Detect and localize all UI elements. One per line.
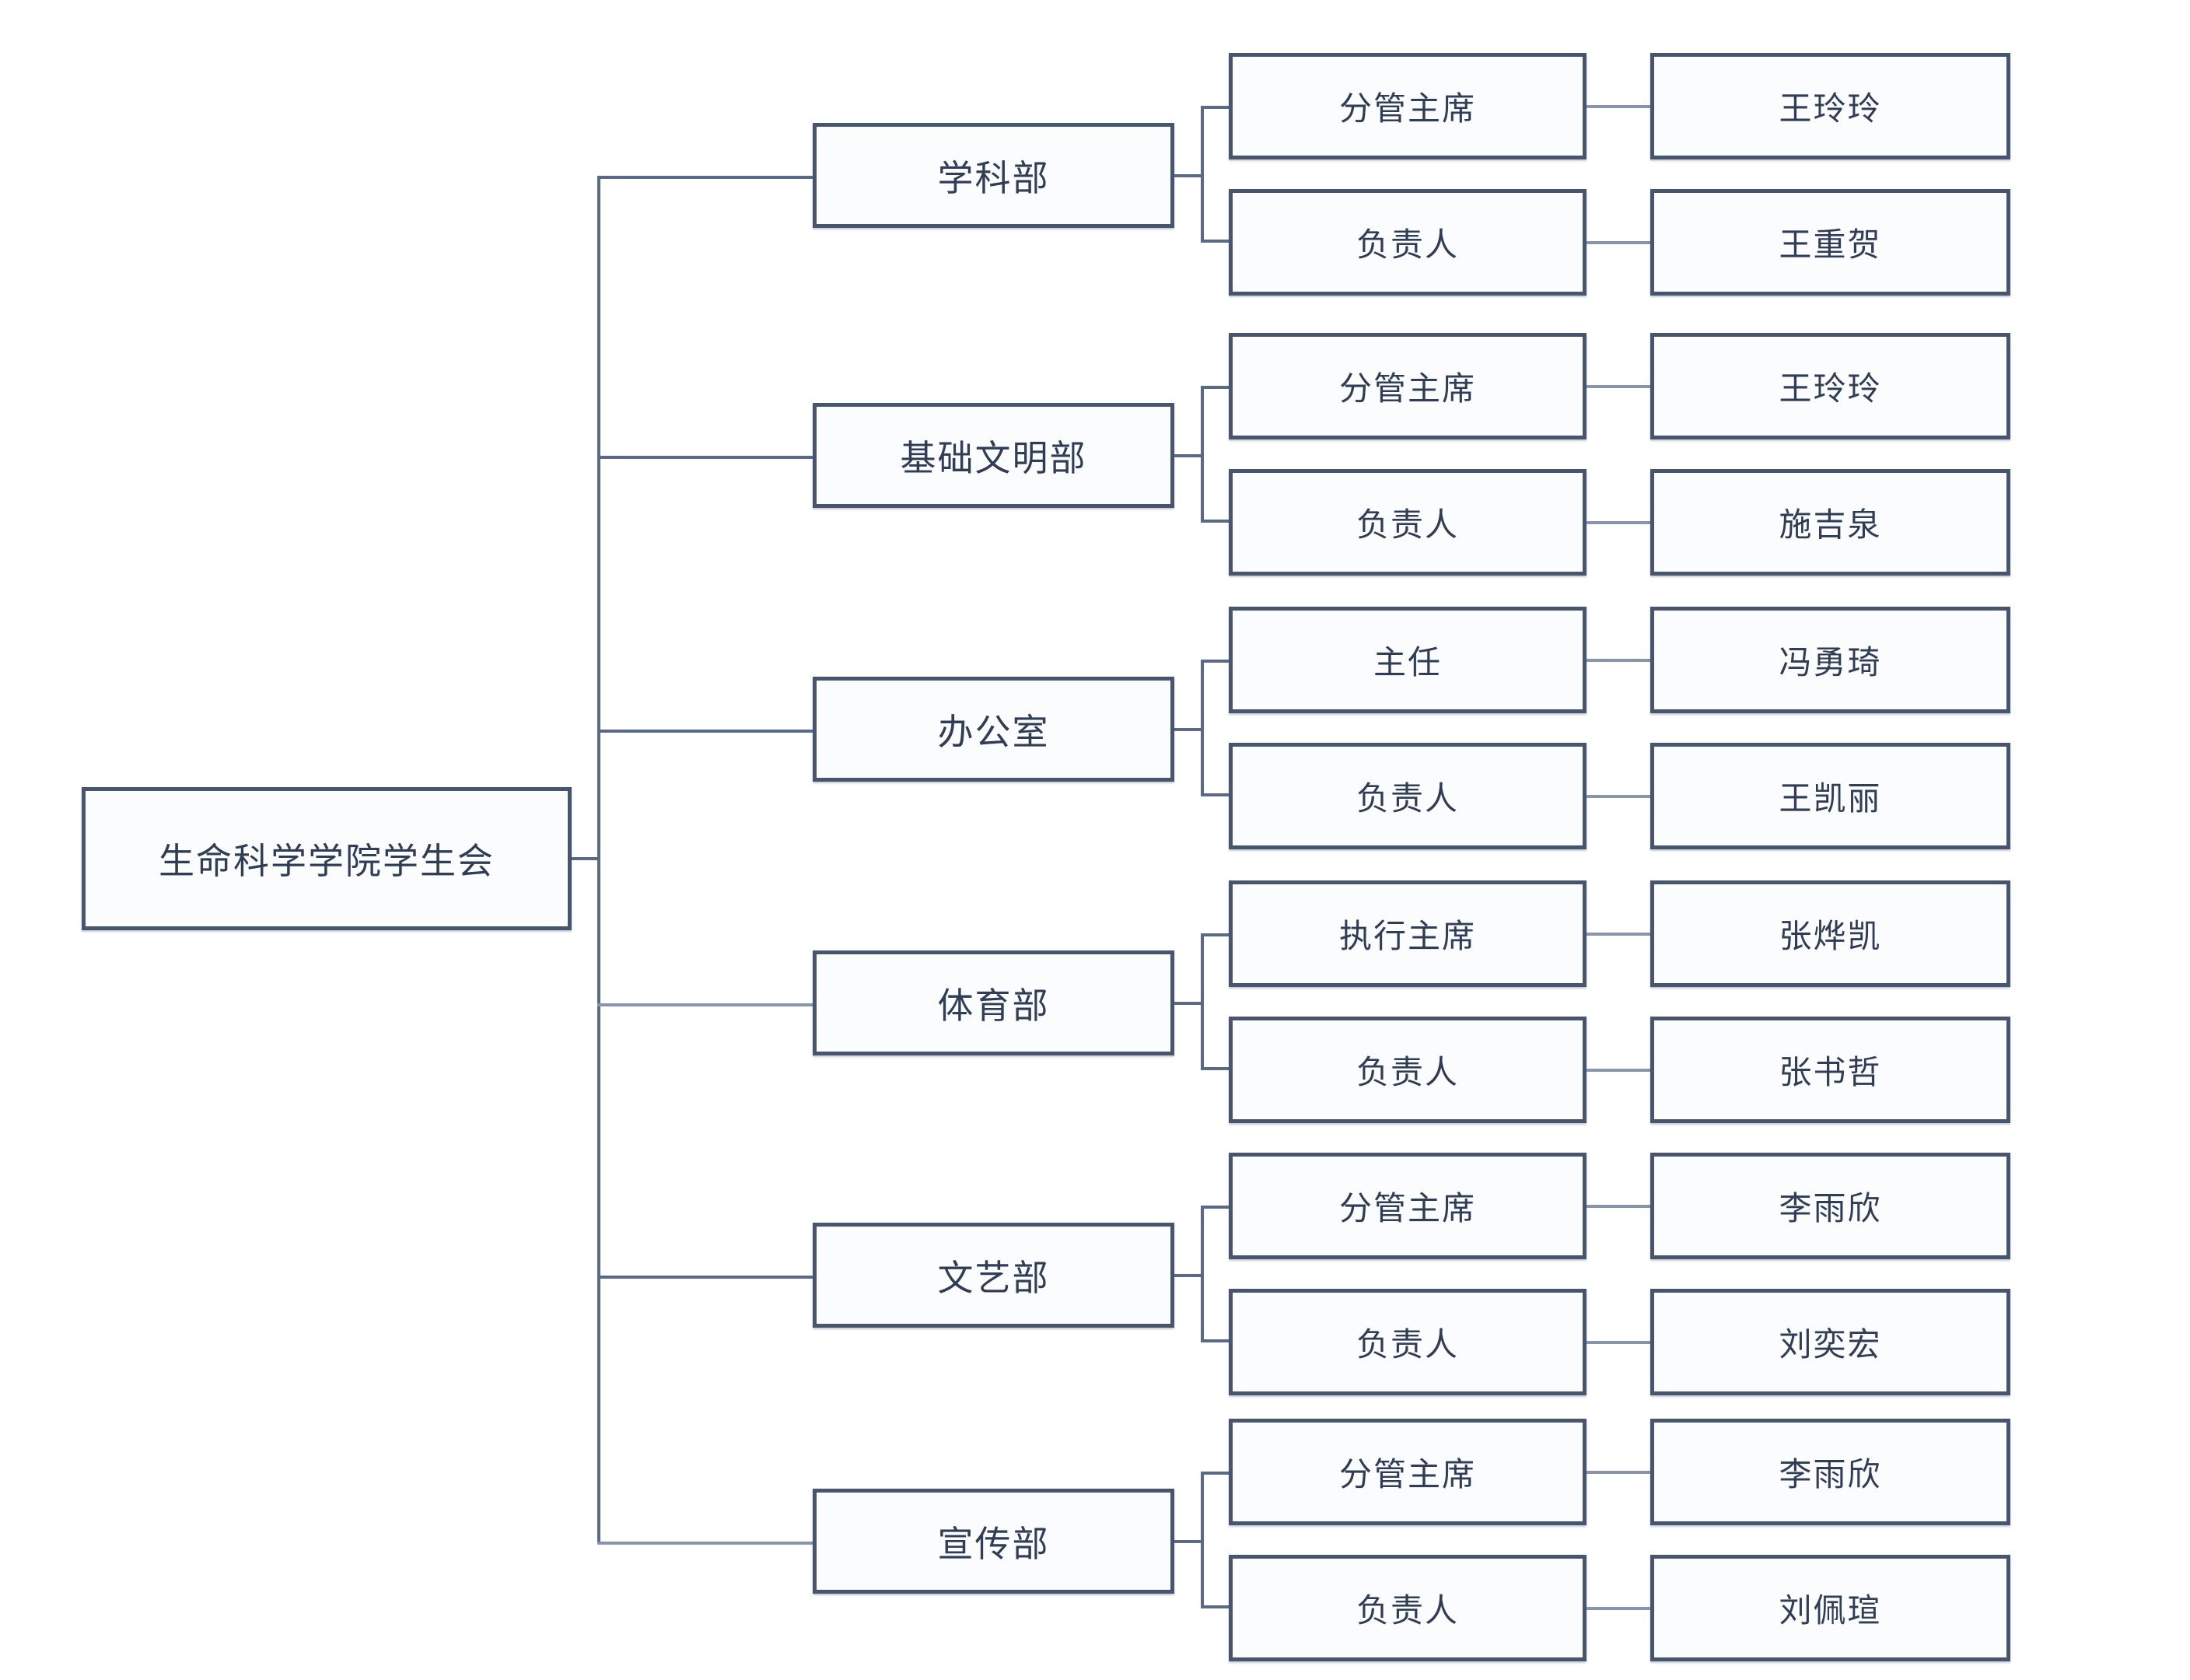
- role-person-connector: [1587, 1607, 1650, 1610]
- person-node[interactable]: 王重贺: [1650, 189, 2010, 296]
- role-label: 负责人: [1356, 780, 1459, 817]
- person-label: 李雨欣: [1779, 1190, 1882, 1227]
- person-node[interactable]: 张烨凯: [1650, 880, 2010, 987]
- dept-branch-connector: [597, 1003, 813, 1006]
- person-node[interactable]: 冯勇琦: [1650, 607, 2010, 713]
- person-label: 王玲玲: [1779, 90, 1882, 127]
- role-person-connector: [1587, 1069, 1650, 1072]
- role-label: 分管主席: [1338, 90, 1476, 127]
- person-label: 王玲玲: [1779, 370, 1882, 407]
- role-person-connector: [1587, 521, 1650, 524]
- person-node[interactable]: 张书哲: [1650, 1017, 2010, 1123]
- department-label: 学科部: [937, 157, 1050, 198]
- department-node[interactable]: 文艺部: [813, 1223, 1174, 1328]
- role-label: 分管主席: [1338, 1456, 1476, 1493]
- role-label: 负责人: [1356, 1054, 1459, 1090]
- role-person-connector: [1587, 659, 1650, 662]
- dept-branch-connector: [597, 456, 813, 459]
- root-node[interactable]: 生命科学学院学生会: [82, 787, 572, 930]
- person-label: 张书哲: [1779, 1054, 1882, 1090]
- dept-branch-connector: [597, 730, 813, 733]
- person-label: 刘奕宏: [1779, 1326, 1882, 1363]
- person-label: 王重贺: [1779, 226, 1882, 263]
- role-node[interactable]: 执行主席: [1229, 880, 1587, 987]
- department-role-bracket: [1201, 933, 1230, 1070]
- role-person-connector: [1587, 1341, 1650, 1344]
- dept-branch-connector: [597, 1276, 813, 1279]
- role-person-connector: [1587, 795, 1650, 798]
- person-label: 王凯丽: [1779, 780, 1882, 817]
- department-label: 文艺部: [937, 1257, 1050, 1298]
- person-label: 张烨凯: [1779, 918, 1882, 954]
- department-role-bracket: [1201, 1206, 1230, 1342]
- role-label: 负责人: [1356, 226, 1459, 263]
- role-person-connector: [1587, 105, 1650, 108]
- role-label: 负责人: [1356, 1326, 1459, 1363]
- person-node[interactable]: 李雨欣: [1650, 1153, 2010, 1259]
- department-role-bracket: [1201, 386, 1230, 523]
- role-node[interactable]: 主任: [1229, 607, 1587, 713]
- role-node[interactable]: 分管主席: [1229, 333, 1587, 439]
- role-person-connector: [1587, 241, 1650, 244]
- role-node[interactable]: 负责人: [1229, 469, 1587, 576]
- person-node[interactable]: 王凯丽: [1650, 743, 2010, 849]
- person-label: 冯勇琦: [1779, 644, 1882, 681]
- department-role-bracket: [1201, 106, 1230, 243]
- department-stub-connector: [1174, 454, 1204, 457]
- role-person-connector: [1587, 1205, 1650, 1208]
- department-stub-connector: [1174, 1002, 1204, 1005]
- department-stub-connector: [1174, 1540, 1204, 1543]
- department-stub-connector: [1174, 1274, 1204, 1277]
- department-stub-connector: [1174, 728, 1204, 731]
- department-role-bracket: [1201, 660, 1230, 796]
- role-node[interactable]: 负责人: [1229, 1555, 1587, 1661]
- department-stub-connector: [1174, 174, 1204, 177]
- department-node[interactable]: 办公室: [813, 677, 1174, 782]
- root-node-label: 生命科学学院学生会: [159, 841, 495, 881]
- person-label: 施吉泉: [1779, 506, 1882, 543]
- person-node[interactable]: 施吉泉: [1650, 469, 2010, 576]
- department-label: 宣传部: [937, 1523, 1050, 1564]
- role-label: 主任: [1373, 644, 1442, 681]
- role-node[interactable]: 分管主席: [1229, 1419, 1587, 1525]
- department-label: 办公室: [937, 711, 1050, 752]
- person-node[interactable]: 王玲玲: [1650, 53, 2010, 159]
- role-node[interactable]: 分管主席: [1229, 1153, 1587, 1259]
- department-node[interactable]: 基础文明部: [813, 403, 1174, 508]
- dept-branch-connector: [597, 1542, 813, 1545]
- root-stub-connector: [572, 857, 600, 860]
- role-person-connector: [1587, 385, 1650, 388]
- root-trunk-connector: [597, 177, 600, 1543]
- role-label: 负责人: [1356, 506, 1459, 543]
- person-label: 李雨欣: [1779, 1456, 1882, 1493]
- role-label: 分管主席: [1338, 1190, 1476, 1227]
- person-node[interactable]: 王玲玲: [1650, 333, 2010, 439]
- person-node[interactable]: 刘佩瑄: [1650, 1555, 2010, 1661]
- department-node[interactable]: 体育部: [813, 950, 1174, 1055]
- person-node[interactable]: 李雨欣: [1650, 1419, 2010, 1525]
- department-role-bracket: [1201, 1472, 1230, 1608]
- role-person-connector: [1587, 1471, 1650, 1474]
- department-label: 基础文明部: [900, 437, 1087, 478]
- department-node[interactable]: 学科部: [813, 123, 1174, 228]
- department-node[interactable]: 宣传部: [813, 1489, 1174, 1594]
- dept-branch-connector: [597, 176, 813, 179]
- person-node[interactable]: 刘奕宏: [1650, 1289, 2010, 1395]
- role-label: 分管主席: [1338, 370, 1476, 407]
- role-node[interactable]: 负责人: [1229, 743, 1587, 849]
- role-node[interactable]: 负责人: [1229, 1289, 1587, 1395]
- role-label: 执行主席: [1338, 918, 1476, 954]
- role-node[interactable]: 负责人: [1229, 189, 1587, 296]
- person-label: 刘佩瑄: [1779, 1592, 1882, 1629]
- role-node[interactable]: 分管主席: [1229, 53, 1587, 159]
- role-label: 负责人: [1356, 1592, 1459, 1629]
- department-label: 体育部: [937, 985, 1050, 1026]
- role-person-connector: [1587, 933, 1650, 936]
- role-node[interactable]: 负责人: [1229, 1017, 1587, 1123]
